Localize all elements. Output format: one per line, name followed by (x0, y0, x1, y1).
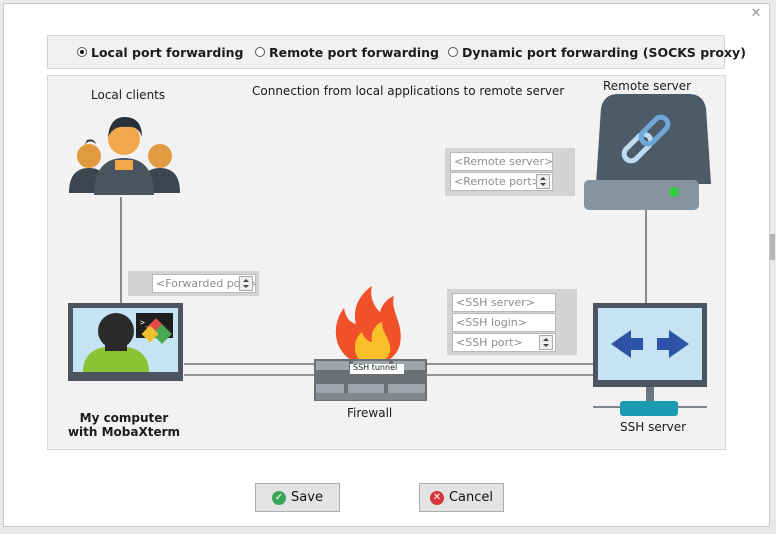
my-computer-label-line1: My computer (79, 411, 169, 425)
forwarding-type-bar: Local port forwarding Remote port forwar… (47, 35, 746, 69)
remote-fields-group: <Remote server> <Remote port> (445, 148, 575, 196)
ssh-port-placeholder: <SSH port> (456, 336, 523, 349)
link-server-icon (584, 94, 711, 210)
radio-dynamic-label: Dynamic port forwarding (SOCKS proxy) (462, 44, 746, 60)
remote-server-label: Remote server (603, 79, 692, 93)
diagram-panel: >_ (47, 75, 726, 450)
local-clients-label: Local clients (91, 88, 166, 102)
ssh-server-icon (593, 303, 707, 416)
radio-dot (255, 47, 265, 57)
remote-port-spinner[interactable] (536, 174, 550, 189)
firewall-label: Firewall (347, 406, 393, 420)
remote-port-placeholder: <Remote port> (454, 175, 541, 188)
radio-dot-selected (77, 47, 87, 57)
forwarded-port-field[interactable]: <Forwarded port> (152, 274, 256, 293)
ssh-port-field[interactable]: <SSH port> (452, 333, 556, 352)
diagram-graphics: >_ (68, 94, 711, 416)
forwarded-port-placeholder: <Forwarded port> (156, 277, 256, 290)
radio-dot (448, 47, 458, 57)
ssh-port-spinner[interactable] (539, 335, 553, 350)
cancel-button-label: Cancel (448, 490, 494, 505)
save-button-label: Save (291, 490, 323, 505)
cancel-button[interactable]: ✕ Cancel (419, 483, 504, 512)
radio-remote-port-forwarding[interactable]: Remote port forwarding (255, 36, 439, 68)
firewall-icon (314, 286, 427, 401)
radio-local-label: Local port forwarding (91, 44, 244, 60)
save-button[interactable]: ✓ Save (255, 483, 340, 512)
my-computer-label-line2: with MobaXterm (67, 425, 181, 439)
radio-local-port-forwarding[interactable]: Local port forwarding (77, 36, 243, 68)
x-circle-icon: ✕ (429, 490, 444, 505)
user-computer-icon: >_ (68, 303, 183, 381)
connection-note: Connection from local applications to re… (252, 84, 565, 98)
svg-text:>_: >_ (140, 318, 150, 327)
ssh-login-field[interactable]: <SSH login> (452, 313, 556, 332)
check-icon: ✓ (272, 490, 287, 505)
forwarded-port-group: <Forwarded port> (128, 271, 259, 296)
remote-server-field[interactable]: <Remote server> (450, 152, 553, 171)
radio-dynamic-port-forwarding[interactable]: Dynamic port forwarding (SOCKS proxy) (448, 36, 746, 68)
ssh-server-label: SSH server (620, 420, 687, 434)
radio-remote-label: Remote port forwarding (269, 44, 439, 60)
ssh-server-field[interactable]: <SSH server> (452, 293, 556, 312)
window-edge (770, 234, 775, 260)
users-group-icon (69, 116, 180, 195)
ssh-tunnel-label: SSH tunnel (353, 363, 398, 372)
remote-port-field[interactable]: <Remote port> (450, 172, 553, 191)
forwarded-port-spinner[interactable] (239, 276, 253, 291)
close-icon[interactable]: ✕ (750, 6, 762, 21)
ssh-fields-group: <SSH server> <SSH login> <SSH port> (447, 289, 577, 355)
